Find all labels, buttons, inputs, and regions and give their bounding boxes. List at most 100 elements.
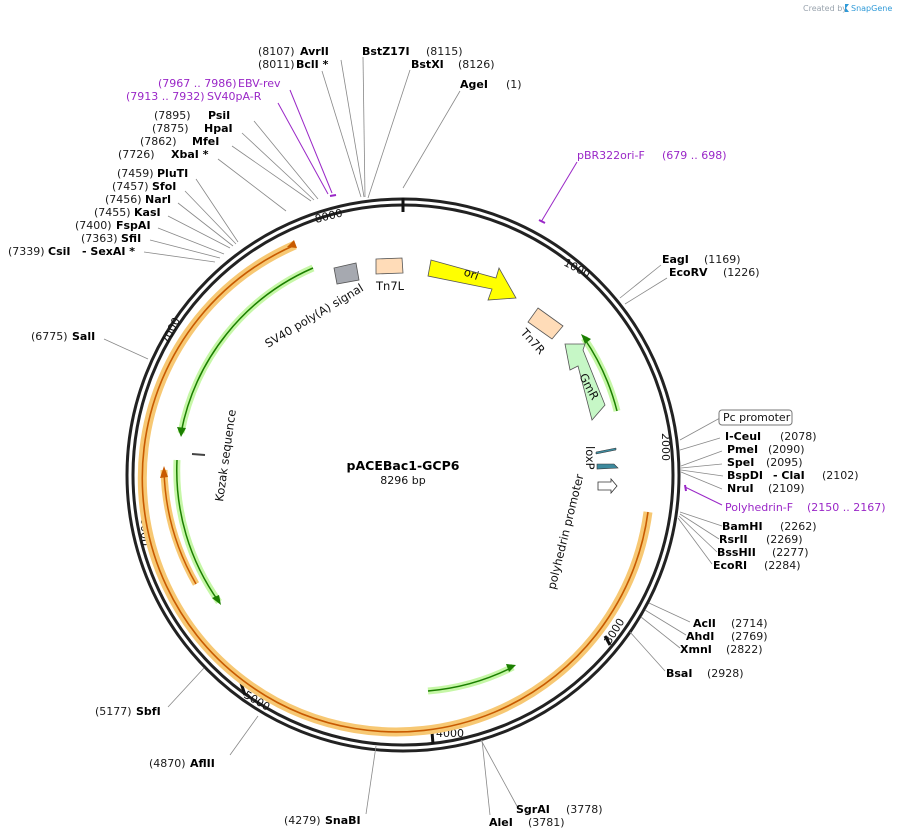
green-bottom-line [427, 666, 514, 692]
svg-text:AflII: AflII [190, 757, 215, 770]
svg-text:pBR322ori-F: pBR322ori-F [577, 149, 645, 162]
enzyme-rsrii: RsrII (2269) [719, 533, 803, 546]
orange-feature-arrowhead [287, 240, 297, 248]
enzyme-bspdi-clai: BspDI - ClaI (2102) [727, 469, 859, 482]
enzyme-bamhi: BamHI (2262) [722, 520, 817, 533]
enzyme-eagi: EagI (1169) [662, 253, 741, 266]
enzyme-bcli: (8011) BclI * [258, 58, 329, 71]
svg-text:(2150 .. 2167): (2150 .. 2167) [807, 501, 886, 514]
svg-text:(8126): (8126) [458, 58, 495, 71]
enzyme-ahdi: AhdI (2769) [686, 630, 768, 643]
svg-text:(2928): (2928) [707, 667, 744, 680]
primer-marks [329, 194, 687, 492]
enzyme-kasi: (7455) KasI [94, 206, 161, 219]
svg-text:NruI: NruI [727, 482, 754, 495]
enzyme-sfoi: (7457) SfoI [112, 180, 176, 193]
svg-text:(2095): (2095) [766, 456, 803, 469]
svg-text:(2078): (2078) [780, 430, 817, 443]
enzyme-mfei: (7862) MfeI [140, 135, 219, 148]
svg-text:AhdI: AhdI [686, 630, 714, 643]
svg-text:(1): (1) [506, 78, 522, 91]
svg-text:(1226): (1226) [723, 266, 760, 279]
svg-text:SV40pA-R: SV40pA-R [207, 90, 262, 103]
enzyme-sbfi: (5177) SbfI [95, 705, 161, 718]
primer-sv40pa-r: (7913 .. 7932) SV40pA-R [126, 90, 262, 103]
svg-text:EBV-rev: EBV-rev [238, 77, 281, 90]
svg-text:(2090): (2090) [768, 443, 805, 456]
enzyme-bstxi: BstXI (8126) [411, 58, 495, 71]
enzyme-snabi: (4279) SnaBI [284, 814, 361, 827]
loxp-feature-top [595, 447, 617, 455]
svg-text:(1169): (1169) [704, 253, 741, 266]
orange-feature-line [141, 244, 649, 733]
svg-text:Pc promoter: Pc promoter [723, 411, 791, 424]
gmr-feature [564, 343, 606, 421]
enzyme-csii-sexai: (7339) CsiI - SexAI * [8, 245, 135, 258]
enzyme-nari: (7456) NarI [105, 193, 171, 206]
green-left-upper-arrowhead [177, 427, 186, 437]
svg-text:(4870): (4870) [149, 757, 186, 770]
svg-text:SfiI: SfiI [121, 232, 141, 245]
svg-text:(7913 .. 7932): (7913 .. 7932) [126, 90, 205, 103]
svg-text:RsrII: RsrII [719, 533, 748, 546]
polyhedrin-promoter-feature [597, 477, 618, 495]
svg-text:(7455): (7455) [94, 206, 131, 219]
svg-text:(7895): (7895) [154, 109, 191, 122]
svg-text:AleI: AleI [489, 816, 513, 829]
enzyme-fspai: (7400) FspAI [75, 219, 151, 232]
enzyme-psii: (7895) PsiI [154, 109, 230, 122]
kozak-label: Kozak sequence [212, 409, 239, 503]
svg-text:NarI: NarI [145, 193, 171, 206]
svg-text:(7457): (7457) [112, 180, 149, 193]
enzyme-agei: AgeI (1) [460, 78, 522, 91]
enzyme-pluti: (7459) PluTI [117, 167, 188, 180]
enzyme-sfii: (7363) SfiI [81, 232, 141, 245]
svg-text:(7339): (7339) [8, 245, 45, 258]
pc-promoter-label: Pc promoter [718, 409, 793, 426]
svg-text:PsiI: PsiI [208, 109, 230, 122]
svg-text:SnaBI: SnaBI [325, 814, 361, 827]
svg-text:I-CeuI: I-CeuI [725, 430, 761, 443]
svg-text:(2109): (2109) [768, 482, 805, 495]
svg-text:BstZ17I: BstZ17I [362, 45, 410, 58]
svg-text:(7967 .. 7986): (7967 .. 7986) [158, 77, 237, 90]
gmr-label: GmR [576, 371, 602, 402]
svg-text:EcoRV: EcoRV [669, 266, 708, 279]
enzyme-pmei: PmeI (2090) [727, 443, 805, 456]
svg-text:(4279): (4279) [284, 814, 321, 827]
svg-text:SpeI: SpeI [727, 456, 754, 469]
svg-text:(2269): (2269) [766, 533, 803, 546]
enzyme-nrui: NruI (2109) [727, 482, 805, 495]
enzyme-sali: (6775) SalI [31, 330, 95, 343]
svg-text:(2277): (2277) [772, 546, 809, 559]
svg-text:Polyhedrin-F: Polyhedrin-F [725, 501, 793, 514]
tick-3000 [603, 635, 612, 646]
enzyme-bstz17i: BstZ17I (8115) [362, 45, 463, 58]
svg-text:SbfI: SbfI [136, 705, 161, 718]
plasmid-name: pACEBac1-GCP6 [347, 458, 460, 473]
svg-text:AclI: AclI [693, 617, 716, 630]
enzyme-xbai: (7726) XbaI * [118, 148, 209, 161]
credit-brand: SnapGene [851, 4, 892, 13]
svg-text:EcoRI: EcoRI [713, 559, 747, 572]
enzyme-avrii: (8107) AvrII [258, 45, 329, 58]
svg-text:(7456): (7456) [105, 193, 142, 206]
svg-text:PmeI: PmeI [727, 443, 758, 456]
green-right-line [583, 337, 618, 412]
tn7l-label: Tn7L [375, 279, 405, 293]
polyhedrin-promoter-label: polyhedrin promoter [544, 472, 586, 590]
plasmid-length: 8296 bp [380, 474, 425, 487]
green-left-lower-arrowhead [212, 595, 221, 605]
svg-text:BamHI: BamHI [722, 520, 763, 533]
svg-text:SalI: SalI [72, 330, 95, 343]
tn7l-feature [375, 257, 404, 275]
svg-text:(7875): (7875) [152, 122, 189, 135]
svg-text:BssHII: BssHII [717, 546, 756, 559]
enzyme-ecorv: EcoRV (1226) [669, 266, 760, 279]
enzyme-ecori: EcoRI (2284) [713, 559, 801, 572]
enzyme-i-ceui: I-CeuI (2078) [725, 430, 817, 443]
enzyme-bsai: BsaI (2928) [666, 667, 744, 680]
svg-text:(2769): (2769) [731, 630, 768, 643]
svg-text:BspDI: BspDI [727, 469, 763, 482]
